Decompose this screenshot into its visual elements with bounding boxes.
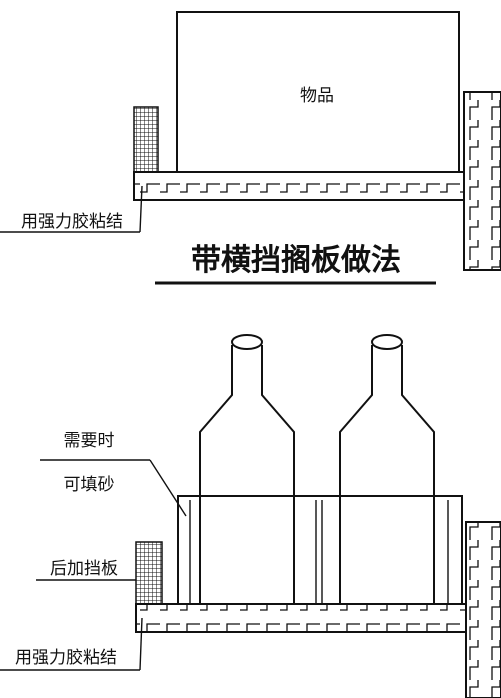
bottle-left bbox=[199, 345, 295, 605]
sand-label-line1: 需要时 bbox=[64, 431, 115, 451]
bottom-diagram bbox=[0, 334, 501, 698]
shelf-board-bottom bbox=[135, 603, 467, 633]
glue-label-top: 用强力胶粘结 bbox=[21, 212, 123, 232]
item-label: 物品 bbox=[300, 86, 334, 106]
rear-baffle bbox=[135, 541, 163, 609]
caption-title: 带横挡搁板做法 bbox=[191, 243, 401, 278]
glue-label-bottom: 用强力胶粘结 bbox=[15, 648, 117, 668]
shelf-board bbox=[133, 171, 465, 201]
sand-label-line2: 可填砂 bbox=[64, 475, 115, 495]
container-frame bbox=[177, 495, 463, 605]
bottle-right bbox=[339, 345, 435, 605]
wall bbox=[463, 91, 501, 271]
front-baffle bbox=[133, 106, 159, 174]
wall-bottom bbox=[465, 521, 501, 698]
baffle-label: 后加挡板 bbox=[50, 559, 118, 579]
top-diagram bbox=[0, 11, 501, 285]
